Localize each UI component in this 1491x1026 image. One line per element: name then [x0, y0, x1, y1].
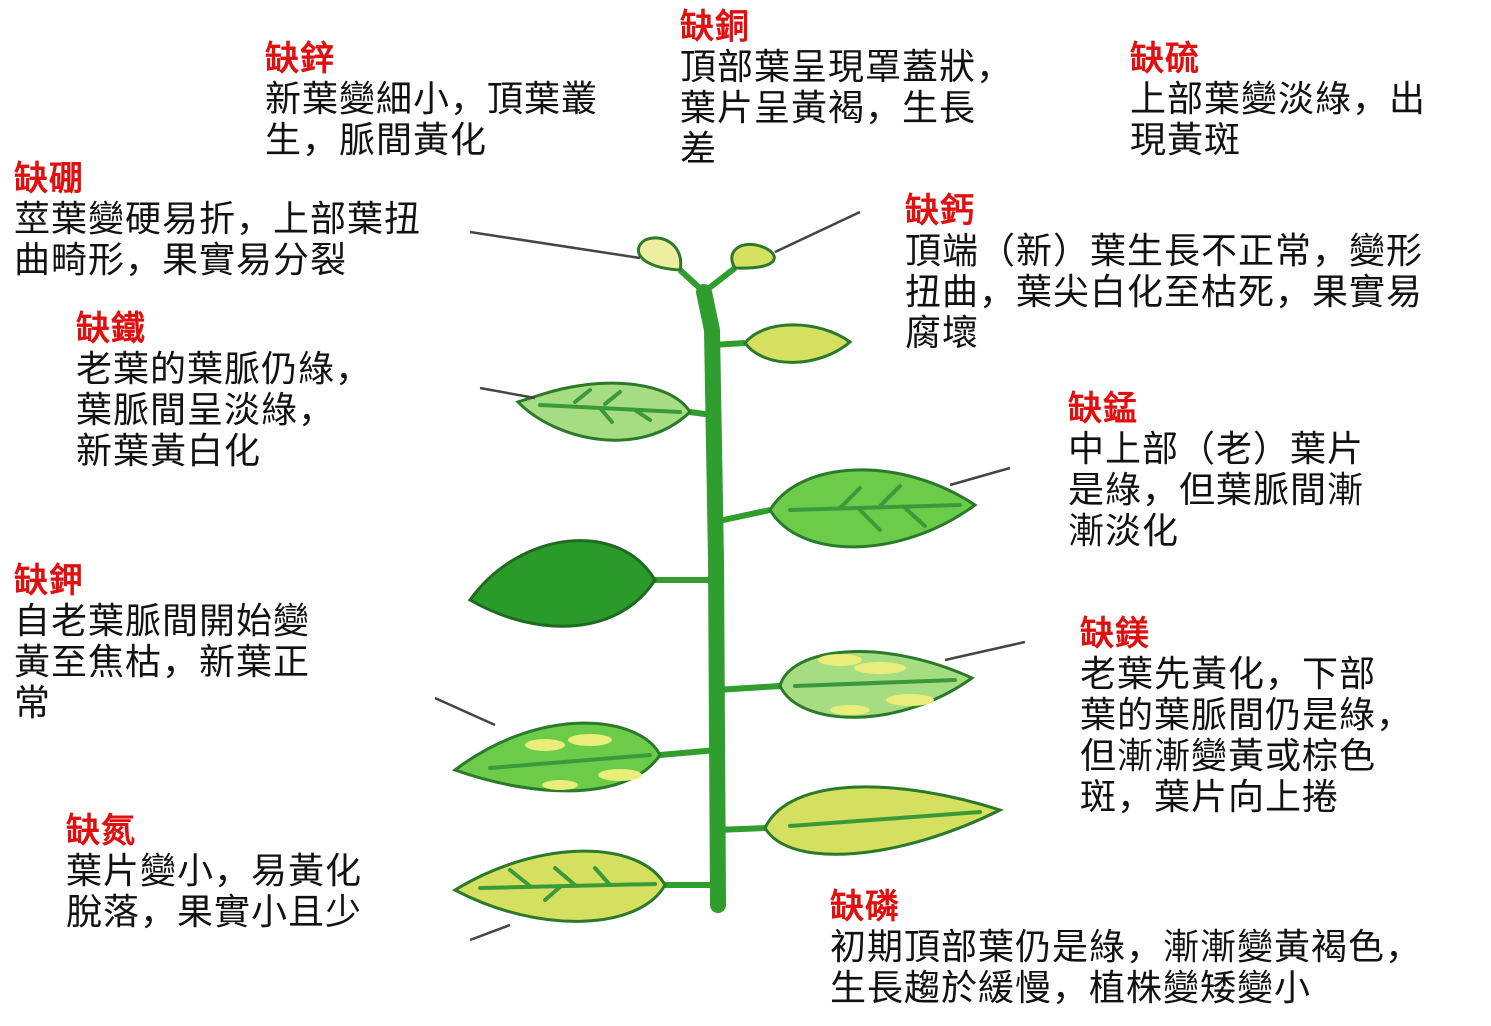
note-body: 葉片變小，易黃化 脫落，果實小且少	[66, 850, 363, 933]
note-title: 缺錳	[1068, 389, 1138, 429]
note-magnesium: 缺鎂 老葉先黃化，下部 葉的葉脈間仍是綠， 但漸漸變黃或棕色 斑，葉片向上捲	[1080, 615, 1413, 818]
pointer-line	[944, 640, 1026, 662]
note-body: 莖葉變硬易折，上部葉扭 曲畸形，果實易分裂	[14, 198, 422, 281]
leaf-spot	[818, 654, 862, 666]
leaf-upper-right	[743, 323, 853, 364]
pointer-line	[949, 466, 1011, 487]
note-calcium: 缺鈣 頂端（新）葉生長不正常，變形 扭曲，葉尖白化至枯死，果實易 腐壞	[905, 192, 1423, 354]
note-title: 缺硫	[1130, 39, 1200, 79]
petiole	[689, 409, 713, 418]
leaf-vein	[788, 503, 962, 512]
leaf-vein	[478, 882, 657, 890]
leaf-vein	[788, 810, 982, 828]
note-title: 缺銅	[680, 7, 750, 47]
note-body: 老葉先黃化，下部 葉的葉脈間仍是綠， 但漸漸變黃或棕色 斑，葉片向上捲	[1080, 653, 1414, 818]
stem-branch-left	[677, 267, 707, 295]
stem-branch-right	[702, 265, 737, 295]
leaf-vein	[838, 484, 927, 532]
stem	[696, 284, 726, 913]
petiole	[659, 747, 718, 758]
note-potassium: 缺鉀 自老葉脈間開始變 黃至焦枯，新葉正 常	[14, 562, 310, 724]
note-body: 新葉變細小，頂葉叢 生，脈間黃化	[265, 78, 599, 161]
petiole	[716, 825, 766, 833]
leaf-vein	[538, 403, 682, 414]
leaf-vein	[508, 866, 612, 902]
note-title: 缺磷	[830, 887, 900, 927]
note-title: 缺鐵	[76, 309, 146, 349]
leaf-vein	[573, 388, 652, 424]
note-title: 缺氮	[66, 811, 136, 851]
pointer-line	[479, 386, 536, 400]
note-title: 缺鉀	[14, 561, 84, 601]
leaf-spot	[886, 694, 934, 706]
note-iron: 缺鐵 老葉的葉脈仍綠， 葉脈間呈淡綠， 新葉黃白化	[76, 310, 372, 472]
note-manganese: 缺錳 中上部（老）葉片 是綠，但葉脈間漸 漸淡化	[1068, 390, 1364, 552]
note-body: 中上部（老）葉片 是綠，但葉脈間漸 漸淡化	[1068, 428, 1365, 552]
note-body: 初期頂部葉仍是綠，漸漸變黃褐色， 生長趨於緩慢，植株變矮變小	[830, 926, 1423, 1009]
note-body: 老葉的葉脈仍綠， 葉脈間呈淡綠， 新葉黃白化	[76, 348, 373, 472]
petiole	[715, 683, 781, 693]
note-copper: 缺銅 頂部葉呈現罩蓋狀， 葉片呈黃褐，生長 差	[680, 8, 1013, 170]
pointer-line	[774, 210, 861, 254]
note-body: 頂部葉呈現罩蓋狀， 葉片呈黃褐，生長 差	[680, 46, 1014, 170]
note-boron: 缺硼 莖葉變硬易折，上部葉扭 曲畸形，果實易分裂	[14, 160, 421, 281]
note-title: 缺鈣	[905, 191, 975, 231]
note-sulfur: 缺硫 上部葉變淡綠，出 現黃斑	[1130, 40, 1426, 161]
leaf-spot	[568, 734, 612, 746]
leaf-vein	[488, 753, 652, 770]
note-phosphorus: 缺磷 初期頂部葉仍是綠，漸漸變黃褐色， 生長趨於緩慢，植株變矮變小	[830, 888, 1422, 1009]
note-title: 缺鎂	[1080, 614, 1150, 654]
leaf-spot	[542, 780, 578, 790]
leaf-vein	[793, 678, 957, 688]
pointer-line	[469, 923, 511, 942]
note-body: 自老葉脈間開始變 黃至焦枯，新葉正 常	[14, 600, 311, 724]
leaf-spot	[854, 662, 906, 674]
leaf-potassium	[467, 539, 657, 628]
leaf-bud-left	[637, 236, 683, 272]
note-nitrogen: 缺氮 葉片變小，易黃化 脫落，果實小且少	[66, 812, 362, 933]
pointer-line	[469, 230, 641, 260]
leaf-spot	[830, 705, 870, 715]
leaf-bud-right	[730, 243, 776, 270]
pointer-line	[434, 696, 496, 727]
petiole	[711, 340, 746, 348]
note-title: 缺硼	[14, 159, 84, 199]
note-body: 上部葉變淡綠，出 現黃斑	[1130, 78, 1427, 161]
leaf-spot	[525, 739, 565, 751]
note-title: 缺鋅	[265, 39, 335, 79]
note-body: 頂端（新）葉生長不正常，變形 扭曲，葉尖白化至枯死，果實易 腐壞	[905, 230, 1424, 354]
petiole	[713, 507, 771, 525]
leaf-spot	[598, 769, 642, 781]
note-zinc: 缺鋅 新葉變細小，頂葉叢 生，脈間黃化	[265, 40, 598, 161]
